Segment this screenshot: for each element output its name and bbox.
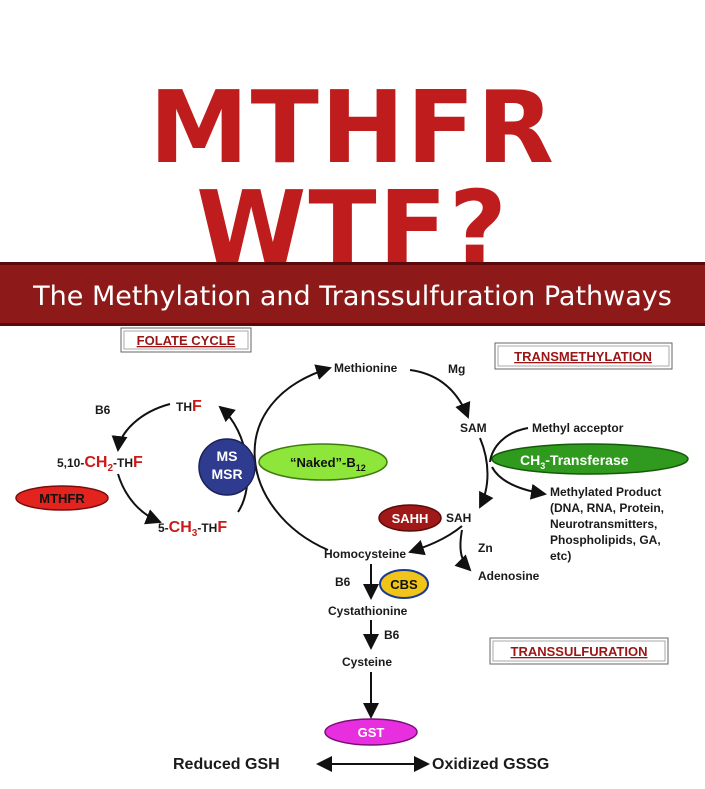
arrow-methylene-to-methyl xyxy=(117,473,162,525)
cystathionine-label: Cystathionine xyxy=(328,604,408,618)
oxidized-gssg-label: Oxidized GSSG xyxy=(432,756,549,773)
methionine-label: Methionine xyxy=(334,361,398,375)
transmethylation-label: TRANSMETHYLATION xyxy=(514,349,652,364)
headline-title: MTHFR WTF? xyxy=(149,69,556,286)
arrow-to-methylated-product xyxy=(491,466,547,500)
arrow-sah-to-adenosine xyxy=(454,529,472,572)
svg-text:GST: GST xyxy=(358,725,385,740)
transmethylation-section: TRANSMETHYLATION xyxy=(494,342,673,370)
svg-text:“Naked”-B12: “Naked”-B12 xyxy=(290,455,366,473)
b6-cysteine-label: B6 xyxy=(384,628,400,642)
figure-banner: The Methylation and Transsulfuration Pat… xyxy=(0,262,705,326)
thf-label: THF xyxy=(176,398,202,415)
svg-text:CH3-Transferase: CH3-Transferase xyxy=(520,452,629,471)
cysteine-label: Cysteine xyxy=(342,655,392,669)
svg-text:CBS: CBS xyxy=(390,577,418,592)
pathway-diagram: FOLATE CYCLE TRANSMETHYLATION TRANSSULFU… xyxy=(15,327,689,773)
methyl-thf-label: 5-CH3-THF xyxy=(158,519,227,539)
arrow-methionine-to-sam xyxy=(409,369,471,419)
zn-label: Zn xyxy=(478,541,493,555)
homocysteine-label: Homocysteine xyxy=(324,547,406,561)
arrow-sam-to-sah xyxy=(479,437,494,509)
svg-text:MTHFR: MTHFR xyxy=(39,491,85,506)
methylene-thf-label: 5,10-CH2-THF xyxy=(57,454,143,474)
arrow-thf-to-methylene xyxy=(111,403,171,452)
methyl-acceptor-line xyxy=(489,427,529,463)
methylated-product-label: Methylated Product (DNA, RNA, Protein, N… xyxy=(550,485,667,563)
arrow-sah-to-homocysteine xyxy=(408,525,463,556)
sahh-enzyme: SAHH xyxy=(378,504,442,532)
gst-enzyme: GST xyxy=(324,718,418,746)
folate-cycle-section: FOLATE CYCLE xyxy=(120,327,252,353)
svg-text:SAHH: SAHH xyxy=(392,511,429,526)
folate-cycle-label: FOLATE CYCLE xyxy=(137,333,236,348)
svg-text:MS: MS xyxy=(217,448,238,464)
b6-cbs-label: B6 xyxy=(335,575,351,589)
b6-folate-label: B6 xyxy=(95,403,111,417)
ms-msr-enzyme: MS MSR xyxy=(198,438,256,496)
sam-label: SAM xyxy=(460,421,487,435)
sah-label: SAH xyxy=(446,511,471,525)
mthfr-enzyme: MTHFR xyxy=(15,485,109,511)
adenosine-label: Adenosine xyxy=(478,569,540,583)
arrow-homocysteine-to-methionine xyxy=(253,364,332,551)
svg-text:MSR: MSR xyxy=(211,466,242,482)
transsulfuration-label: TRANSSULFURATION xyxy=(511,644,648,659)
transferase-enzyme: CH3-Transferase xyxy=(491,443,689,475)
cbs-enzyme: CBS xyxy=(379,569,429,599)
figure-title: The Methylation and Transsulfuration Pat… xyxy=(33,281,672,312)
naked-b12-enzyme: “Naked”-B12 xyxy=(258,443,388,481)
reduced-gsh-label: Reduced GSH xyxy=(173,756,280,773)
methyl-acceptor-label: Methyl acceptor xyxy=(532,421,624,435)
transsulfuration-section: TRANSSULFURATION xyxy=(489,637,669,665)
mg-label: Mg xyxy=(448,362,465,376)
pathway-figure: The Methylation and Transsulfuration Pat… xyxy=(0,262,705,789)
